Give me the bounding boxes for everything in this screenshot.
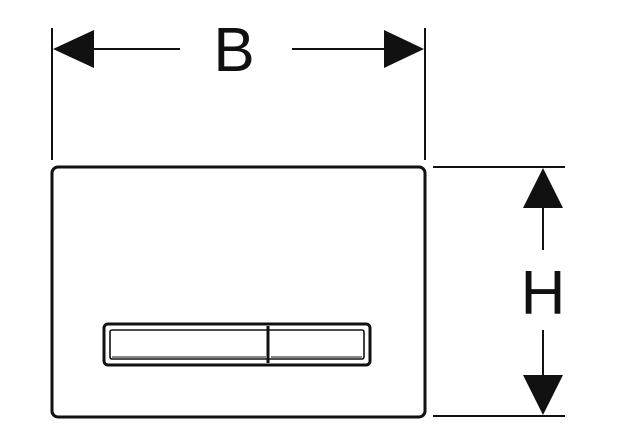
flush-button-inner xyxy=(109,329,365,360)
height-arrow-up-icon xyxy=(523,168,563,208)
width-arrow-right-icon xyxy=(384,30,424,68)
width-arrow-left-icon xyxy=(53,30,94,68)
height-arrow-down-icon xyxy=(523,375,563,415)
flush-plate-outline xyxy=(50,165,427,419)
height-label: H xyxy=(521,259,566,328)
width-label: B xyxy=(213,16,254,85)
flush-button-outer xyxy=(102,322,372,367)
